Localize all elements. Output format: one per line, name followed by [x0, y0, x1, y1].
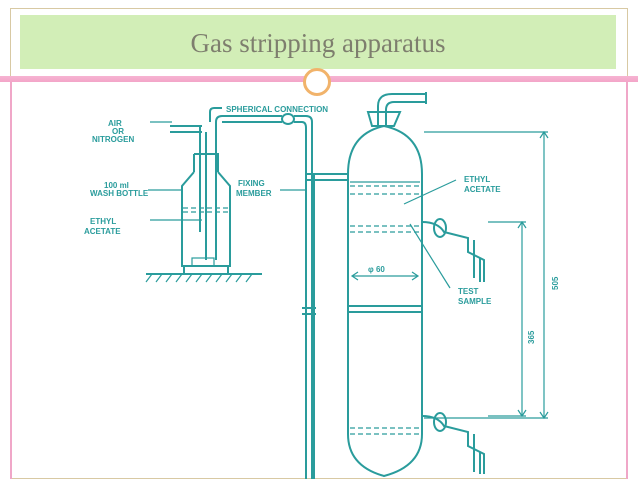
- dim-365-ext: [488, 221, 526, 417]
- test-sample-leader: [409, 223, 451, 289]
- down-tube: [294, 115, 313, 479]
- left-border: [10, 82, 12, 479]
- label-ethyl-left: ETHYL: [90, 217, 116, 226]
- connection-tube: [222, 115, 282, 123]
- top-outlet: [377, 93, 426, 126]
- lower-dome: [347, 433, 423, 478]
- test-sample-level: [350, 225, 420, 233]
- label-nitrogen: NITROGEN: [92, 135, 134, 144]
- leader-lines: [148, 121, 457, 289]
- label-spherical-connection: SPHERICAL CONNECTION: [226, 105, 328, 114]
- label-sample: SAMPLE: [458, 297, 492, 306]
- lower-level: [350, 427, 420, 435]
- slide-title: Gas stripping apparatus: [190, 28, 446, 58]
- dim-505-ext: [424, 131, 548, 419]
- label-or: OR: [112, 127, 124, 136]
- ethyl-right-leader: [403, 179, 457, 205]
- right-border: [626, 82, 628, 479]
- label-acetate-left: ACETATE: [84, 227, 121, 236]
- bottle-outlet: [209, 107, 222, 122]
- ethyl-acetate-level: [350, 185, 420, 195]
- label-acetate-right: ACETATE: [464, 185, 501, 194]
- wash-bottle: [145, 107, 262, 283]
- lower-stopcock: [421, 415, 485, 474]
- label-ethyl-right: ETHYL: [464, 175, 490, 184]
- label-wash-bottle-volume: 100 ml: [104, 181, 129, 190]
- frit: [191, 257, 215, 267]
- upper-stopcock: [421, 221, 485, 282]
- diameter-arrow: [350, 271, 420, 281]
- bottle-neck: [193, 153, 219, 172]
- bottle-inner-tubes: [199, 122, 217, 260]
- column-walls: [347, 174, 423, 434]
- label-test: TEST: [458, 287, 479, 296]
- label-wash-bottle: WASH BOTTLE: [90, 189, 149, 198]
- spherical-connection: [222, 113, 348, 479]
- title-bar: [20, 15, 616, 69]
- air-inlet-tube: [170, 125, 202, 133]
- label-air: AIR: [108, 119, 122, 128]
- apparatus-diagram: AIR OR NITROGEN SPHERICAL CONNECTION 100…: [12, 82, 626, 479]
- stripping-column: [347, 92, 485, 478]
- label-dim-505: 505: [551, 276, 560, 290]
- apparatus-svg: AIR OR NITROGEN SPHERICAL CONNECTION 100…: [84, 92, 560, 479]
- dimensions: [350, 130, 549, 420]
- column-joint: [348, 305, 422, 313]
- label-fixing: FIXING: [238, 179, 265, 188]
- ring-ornament: [303, 68, 331, 96]
- label-dim-365: 365: [527, 330, 536, 344]
- upper-dome: [347, 124, 423, 175]
- ball-joint: [281, 113, 295, 125]
- top-stopper: [366, 111, 402, 127]
- label-member: MEMBER: [236, 189, 272, 198]
- bench-hatch: [145, 273, 253, 283]
- fixing-member: [306, 173, 348, 181]
- label-diameter: φ 60: [368, 265, 385, 274]
